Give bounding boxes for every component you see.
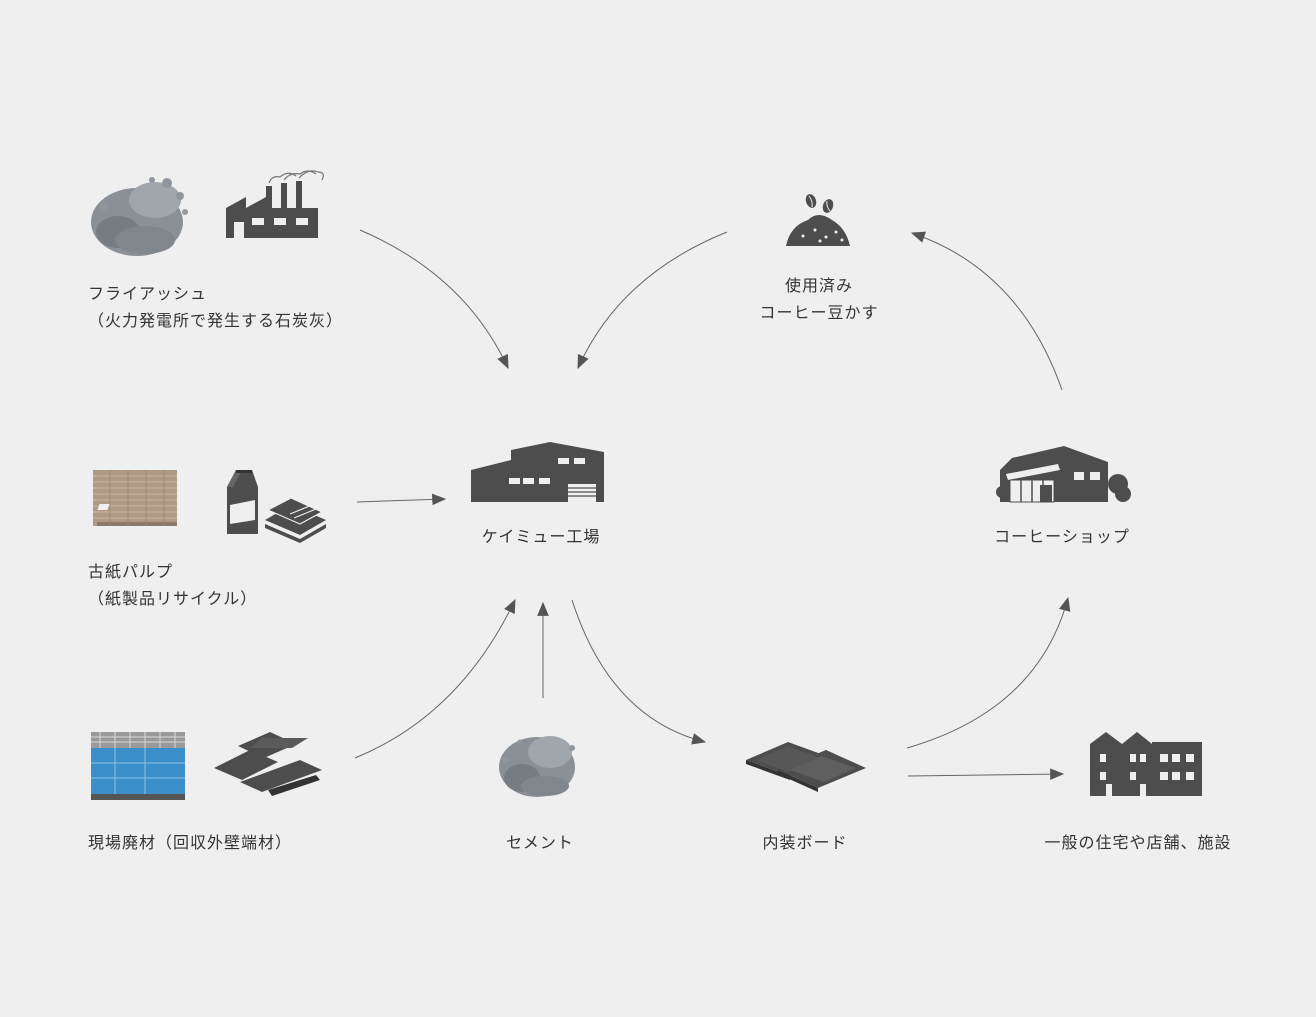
factory-label: ケイミュー工場 [461, 523, 621, 550]
cement-label: セメント [480, 829, 600, 856]
fly-ash-label-line1: フライアッシュ [88, 284, 208, 303]
coffee-shop-label-line1: コーヒーショップ [994, 527, 1130, 546]
arrow-board-to-coffeeshop [906, 596, 1071, 749]
paper-pulp-label: 古紙パルプ （紙製品リサイクル） [88, 558, 257, 612]
buildings-icon [1090, 732, 1202, 796]
arrow-site-waste-to-factory [354, 598, 516, 759]
fly-ash-powder-icon [91, 177, 188, 256]
coffee-shop-label: コーヒーショップ [972, 523, 1152, 550]
cement-powder-icon [499, 736, 575, 797]
coffee-grounds-label-line2: コーヒー豆かす [759, 303, 879, 322]
arrow-pulp-to-factory [356, 493, 447, 506]
coffee-grounds-label-line1: 使用済み [784, 276, 853, 295]
buildings-label-line1: 一般の住宅や店舗、施設 [1044, 833, 1232, 852]
arrow-coffee-grounds-to-factory [577, 231, 728, 370]
wall-scrap-pieces-icon [214, 732, 322, 796]
interior-board-icon [746, 742, 866, 792]
site-waste-label: 現場廃材（回収外壁端材） [88, 829, 292, 856]
board-label-line1: 内装ボード [762, 833, 848, 852]
board-label: 内装ボード [735, 829, 875, 856]
factory-icon [471, 442, 604, 502]
cement-label-line1: セメント [506, 833, 574, 852]
arrow-flyash-to-factory [359, 229, 509, 370]
buildings-label: 一般の住宅や店舗、施設 [1022, 829, 1254, 856]
arrow-factory-to-board [571, 599, 707, 745]
fly-ash-label: フライアッシュ （火力発電所で発生する石炭灰） [88, 280, 343, 334]
site-waste-label-line1: 現場廃材（回収外壁端材） [88, 833, 293, 852]
paper-pulp-label-line1: 古紙パルプ [88, 562, 174, 581]
arrow-coffeeshop-to-grounds [910, 231, 1063, 391]
fly-ash-label-line2: （火力発電所で発生する石炭灰） [88, 311, 344, 330]
coffee-grounds-icon [786, 194, 850, 246]
milk-carton-icon [227, 470, 258, 534]
power-plant-icon [226, 170, 324, 238]
paper-pulp-stack-icon [93, 470, 177, 526]
coffee-shop-icon [996, 446, 1131, 503]
arrow-board-to-buildings [907, 768, 1065, 780]
factory-label-line1: ケイミュー工場 [481, 527, 601, 546]
waste-container-photo-icon [91, 732, 185, 800]
newspaper-stack-icon [97, 497, 326, 543]
paper-pulp-label-line2: （紙製品リサイクル） [88, 589, 258, 608]
coffee-grounds-label: 使用済み コーヒー豆かす [739, 272, 899, 326]
